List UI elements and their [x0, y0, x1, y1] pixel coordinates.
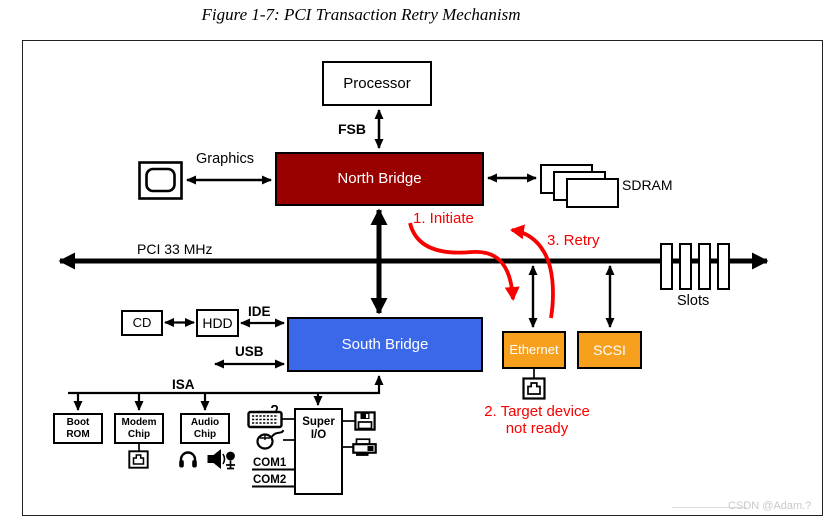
south-bridge-box: South Bridge [287, 317, 483, 372]
watermark: CSDN @Adam.? [728, 500, 812, 512]
com1-label: COM1 [253, 457, 287, 469]
ethernet-box: Ethernet [502, 331, 566, 369]
graphics-label: Graphics [196, 151, 255, 167]
keyboard-icon [247, 404, 283, 429]
boot-rom-box: Boot ROM [53, 413, 103, 444]
hdd-box: HDD [196, 309, 239, 337]
printer-icon [352, 438, 377, 457]
super-io-box: Super I/O [294, 408, 343, 495]
processor-box: Processor [322, 61, 432, 106]
watermark-line [672, 507, 746, 508]
annotation-target-not-ready: 2. Target device not ready [484, 403, 590, 438]
headphones-icon [178, 450, 198, 469]
sdram-label: SDRAM [622, 177, 673, 193]
isa-label: ISA [172, 377, 195, 392]
pci-slot-2 [679, 243, 692, 290]
pci-bus-label: PCI 33 MHz [137, 241, 213, 257]
usb-label: USB [235, 344, 264, 359]
microphone-icon [224, 451, 237, 471]
modem-chip-box: Modem Chip [114, 413, 164, 444]
figure-caption: Figure 1-7: PCI Transaction Retry Mechan… [201, 5, 521, 24]
monitor-icon [138, 161, 183, 200]
mouse-icon [256, 428, 285, 451]
floppy-disk-icon [354, 411, 376, 431]
fsb-label: FSB [338, 121, 366, 137]
com2-label: COM2 [253, 474, 287, 486]
annotation-initiate: 1. Initiate [413, 210, 474, 227]
rj45-jack-icon [522, 377, 546, 400]
north-bridge-box: North Bridge [275, 152, 484, 206]
pci-slot-1 [660, 243, 673, 290]
pci-slot-3 [698, 243, 711, 290]
diagram-frame [22, 40, 823, 516]
speaker-icon [206, 448, 227, 470]
pci-slot-4 [717, 243, 730, 290]
audio-chip-box: Audio Chip [180, 413, 230, 444]
ide-label: IDE [248, 304, 271, 319]
cd-box: CD [121, 310, 163, 336]
scsi-box: SCSI [577, 331, 642, 369]
slots-label: Slots [677, 293, 710, 309]
annotation-retry: 3. Retry [547, 232, 600, 249]
rj11-jack-icon [128, 450, 149, 469]
sdram-chip-front [566, 178, 619, 208]
